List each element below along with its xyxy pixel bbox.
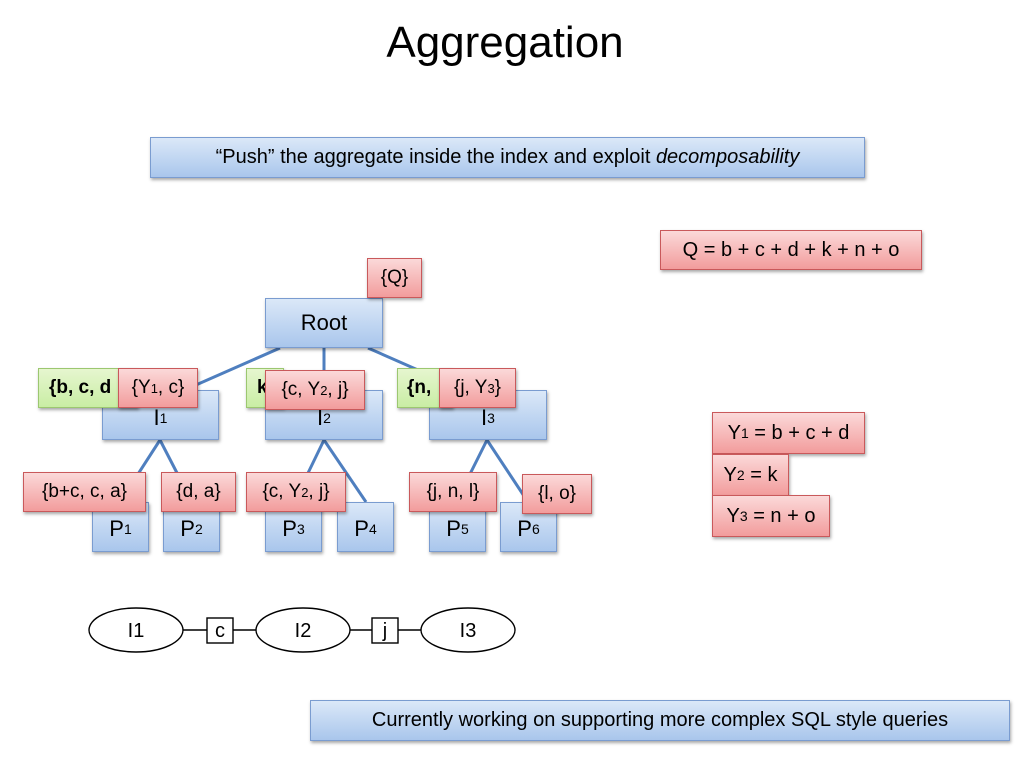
chain-label-i2: I2 — [295, 620, 312, 642]
leaf-tag-3-pre: {c, Y — [262, 481, 302, 502]
leaf-tag-4: {j, n, l} — [409, 472, 497, 512]
root-tag: {Q} — [367, 258, 422, 298]
internal-3-tag-pre: {j, Y — [453, 377, 488, 398]
slide-title: Aggregation — [386, 18, 624, 67]
leaf-4-sub: 4 — [368, 521, 377, 537]
leaf-6-label: P — [517, 516, 532, 541]
push-note-emphasis: decomposability — [655, 146, 800, 168]
internal-3-tag-post: } — [494, 377, 502, 398]
y3-sub: 3 — [739, 508, 748, 524]
root-node: Root — [265, 298, 383, 348]
leaf-3-sub: 3 — [296, 521, 305, 537]
push-note-text: “Push” the aggregate inside the index an… — [215, 146, 656, 168]
leaf-3-label: P — [282, 516, 297, 541]
leaf-tag-5: {l, o} — [522, 474, 592, 514]
y1-pre: Y — [727, 421, 741, 444]
y2-post: = k — [744, 463, 778, 486]
internal-1-tag-post: , c} — [157, 377, 185, 398]
leaf-tag-5-text: {l, o} — [537, 483, 577, 504]
y3-pre: Y — [726, 504, 740, 527]
internal-3-tag-sub: 3 — [487, 380, 495, 396]
internal-2-tag-post: , j} — [327, 379, 349, 400]
chain-label-c: c — [215, 620, 225, 642]
leaf-6-sub: 6 — [531, 521, 540, 537]
leaf-tag-2-text: {d, a} — [176, 481, 221, 502]
internal-node-3-sub: 3 — [487, 410, 495, 426]
chain-label-i3: I3 — [460, 620, 477, 642]
leaf-2-label: P — [180, 516, 195, 541]
chain-node-i3 — [420, 607, 516, 653]
query-equation: Q = b + c + d + k + n + o — [660, 230, 922, 270]
y1-post: = b + c + d — [748, 421, 850, 444]
leaf-tag-3-post: , j} — [308, 481, 330, 502]
y2-sub: 2 — [736, 467, 745, 483]
chain-label-j: j — [382, 620, 387, 642]
internal-node-2-sub: 2 — [323, 410, 331, 426]
chain-node-i2 — [255, 607, 351, 653]
internal-2-tag-pre: {c, Y — [281, 379, 321, 400]
push-aggregate-note: “Push” the aggregate inside the index an… — [150, 137, 865, 178]
leaf-tag-2: {d, a} — [161, 472, 236, 512]
chain-join-j — [371, 617, 399, 644]
internal-2-tag-sub: 2 — [320, 382, 328, 398]
y2-pre: Y — [723, 463, 737, 486]
internal-node-1-sub: 1 — [159, 410, 168, 426]
leaf-4-label: P — [354, 516, 369, 541]
leaf-2-sub: 2 — [194, 521, 203, 537]
leaf-tag-4-text: {j, n, l} — [426, 481, 480, 502]
chain-join-c — [206, 617, 234, 644]
leaf-tag-1: {b+c, c, a} — [23, 472, 146, 512]
leaf-tag-3-sub: 2 — [301, 484, 309, 500]
leaf-5-label: P — [446, 516, 461, 541]
internal-node-3-label: I — [481, 405, 488, 430]
bottom-note: Currently working on supporting more com… — [310, 700, 1010, 741]
internal-node-2-label: I — [317, 405, 324, 430]
leaf-1-sub: 1 — [123, 521, 132, 537]
chain-label-i1: I1 — [128, 620, 145, 642]
leaf-5-sub: 5 — [460, 521, 469, 537]
y1-sub: 1 — [740, 425, 749, 441]
internal-node-1-label: I — [153, 405, 160, 430]
leaf-1-label: P — [109, 516, 124, 541]
y3-post: = n + o — [747, 504, 816, 527]
internal-1-tag-pre: {Y — [131, 377, 151, 398]
chain-node-i1 — [88, 607, 184, 653]
leaf-tag-1-text: {b+c, c, a} — [41, 481, 128, 502]
internal-1-tag-sub: 1 — [150, 380, 158, 396]
